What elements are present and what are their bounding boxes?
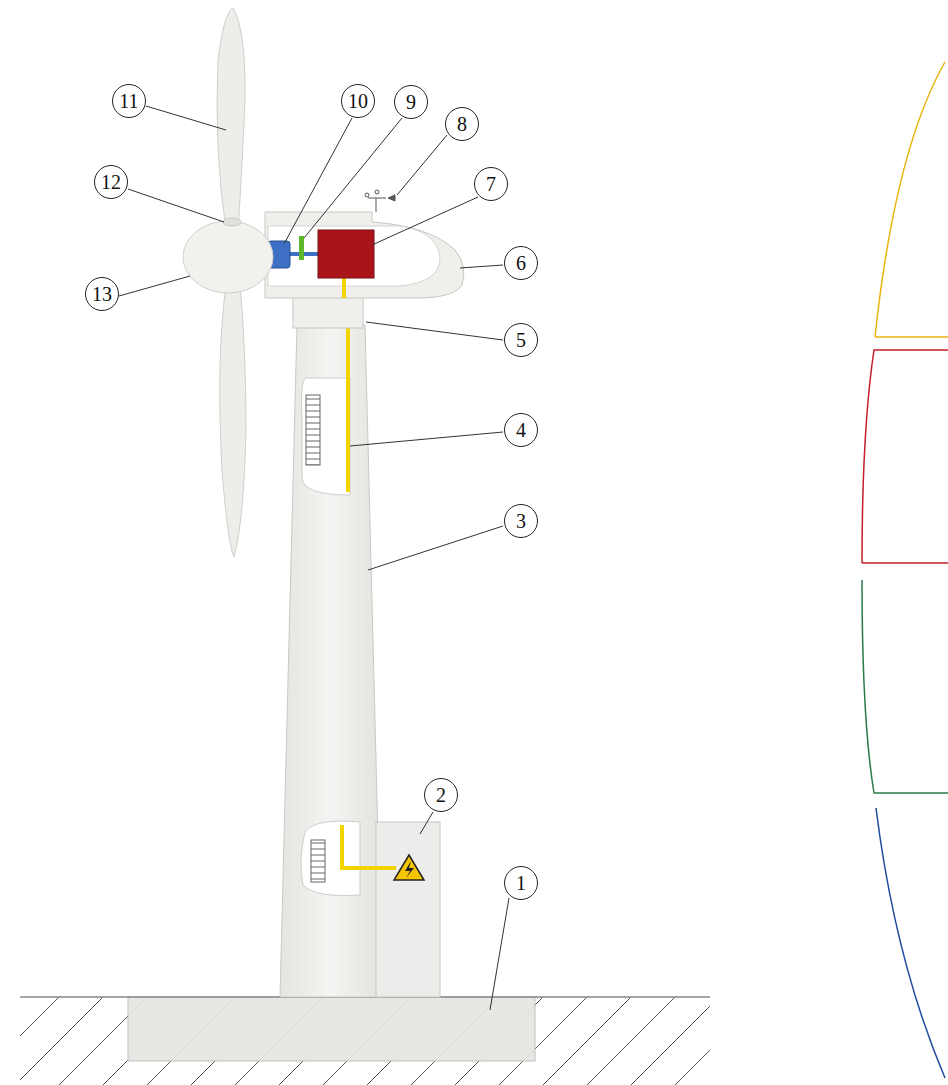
ladder: [311, 840, 325, 882]
callout-number: 3: [516, 511, 526, 531]
warning-sign: [405, 861, 414, 878]
wind-profile: [862, 580, 948, 793]
transformer-housing: [376, 822, 440, 997]
callout-number: 2: [436, 785, 446, 805]
callout-circle: 12: [94, 165, 128, 199]
callout-number: 9: [406, 92, 416, 112]
callout-number: 8: [457, 114, 467, 134]
power-cable: [346, 300, 350, 492]
callout-circle: 5: [504, 323, 538, 357]
ladder: [306, 395, 320, 465]
callout-number: 10: [348, 91, 368, 111]
callout-circle: 3: [504, 504, 538, 538]
rotor-blade: [220, 285, 246, 557]
foundation: [128, 997, 535, 1061]
wind-profile: [875, 62, 948, 337]
callout-circle: 4: [504, 413, 538, 447]
wind-profile: [862, 350, 948, 563]
callout-number: 1: [516, 873, 526, 893]
callout-number: 11: [119, 91, 138, 111]
anemometer: [365, 190, 395, 212]
callout-circle: 2: [424, 778, 458, 812]
nacelle-cutaway: [268, 226, 440, 286]
tower-cutaway: [301, 821, 360, 895]
yaw-bearing: [293, 297, 363, 328]
pitch-bearing: [223, 218, 241, 226]
power-cable: [342, 278, 346, 298]
callout-number: 13: [92, 284, 112, 304]
leader-lines: [119, 106, 509, 1010]
callout-number: 6: [516, 253, 526, 273]
callout-circle: 6: [504, 246, 538, 280]
callout-circle: 11: [112, 84, 146, 118]
callout-circle: 13: [85, 277, 119, 311]
warning-sign: [394, 855, 424, 880]
tower-cutaway: [302, 378, 351, 495]
ground-hatching: [20, 997, 710, 1085]
callout-circle: 8: [445, 107, 479, 141]
callout-number: 5: [516, 330, 526, 350]
power-cable: [342, 825, 396, 868]
callout-circle: 10: [341, 84, 375, 118]
generator: [318, 230, 374, 278]
callout-circle: 9: [394, 85, 428, 119]
rotor-blade: [217, 8, 245, 230]
callout-circle: 7: [474, 167, 508, 201]
callout-circle: 1: [504, 866, 538, 900]
wind-profile: [876, 808, 945, 1078]
hub: [183, 221, 273, 293]
callout-number: 7: [486, 174, 496, 194]
tower: [280, 325, 382, 997]
brake: [299, 236, 304, 260]
callout-number: 4: [516, 420, 526, 440]
callout-number: 12: [101, 172, 121, 192]
